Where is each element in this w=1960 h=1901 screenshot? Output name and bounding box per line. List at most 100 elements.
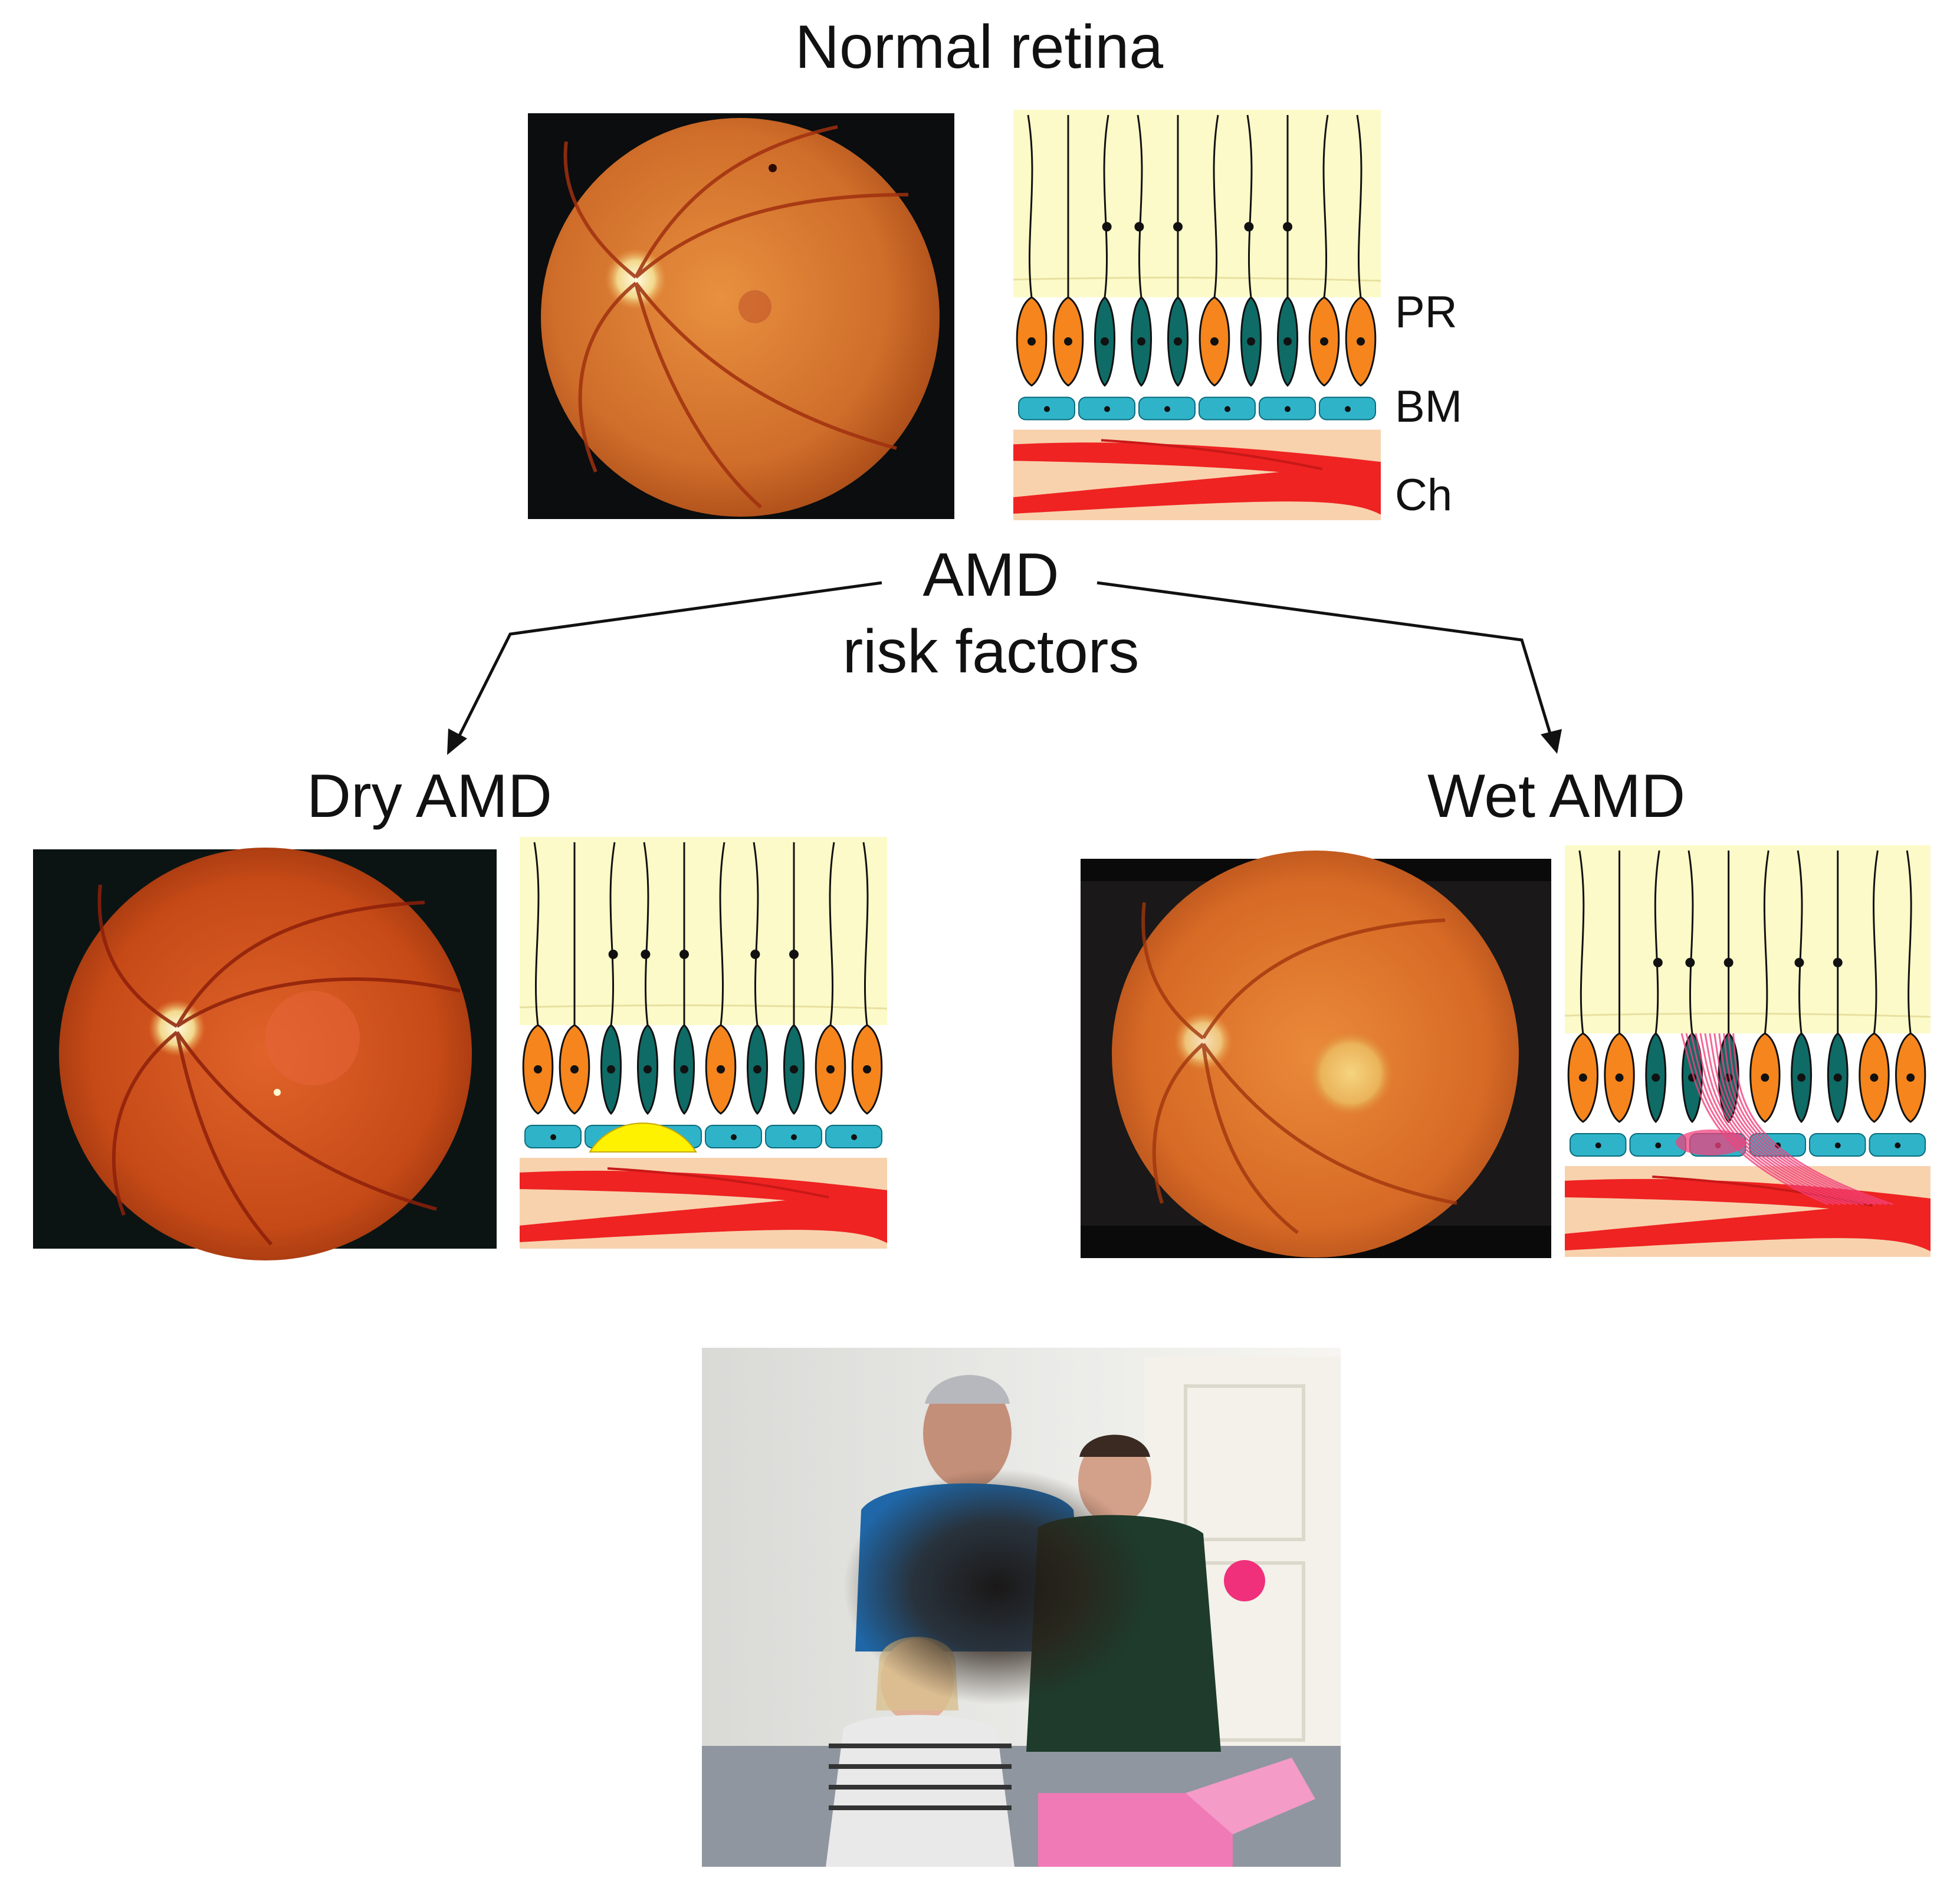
- choroid-vessel: [1013, 442, 1381, 486]
- outer-segment-line: [753, 842, 759, 1026]
- photoreceptor-nucleus: [1174, 337, 1182, 346]
- outer-segment-line: [1654, 850, 1660, 1034]
- neovessel: [1713, 1033, 1870, 1206]
- photoreceptor-nucleus: [1210, 337, 1219, 346]
- photoreceptor-nucleus: [1283, 337, 1292, 346]
- photoreceptor-nucleus: [1101, 337, 1109, 346]
- arrow-to-wet: [1096, 581, 1562, 754]
- bm-nucleus: [1834, 1142, 1841, 1148]
- bm-nucleus: [1285, 406, 1291, 412]
- label-ch: Ch: [1395, 470, 1452, 520]
- label-bm: BM: [1395, 382, 1462, 432]
- choroid-vessel: [607, 1167, 829, 1199]
- synapse-dot: [789, 950, 799, 959]
- photoreceptor-nucleus: [753, 1065, 761, 1073]
- layer-boundary: [1012, 277, 1382, 282]
- neovessel-cluster: [1676, 1130, 1746, 1155]
- bm-nucleus: [1345, 406, 1351, 412]
- photoreceptor-nucleus: [1906, 1073, 1915, 1082]
- outer-segment-line: [609, 842, 616, 1026]
- label-pr: PR: [1395, 287, 1457, 337]
- outer-segment-line: [1797, 850, 1803, 1034]
- synapse-dot: [608, 950, 618, 959]
- outer-segment-line: [643, 842, 649, 1026]
- outer-segment-layer: [1013, 109, 1381, 298]
- synapse-dot: [1833, 958, 1843, 967]
- outer-segment-line: [1687, 850, 1694, 1034]
- title-dry-amd: Dry AMD: [307, 762, 552, 830]
- neovessel: [1695, 1033, 1847, 1206]
- outer-segment-line: [533, 842, 540, 1026]
- vessels-wet: [1141, 902, 1457, 1234]
- bm-nucleus: [731, 1134, 737, 1140]
- neovessel: [1685, 1033, 1835, 1206]
- bm-nucleus: [1655, 1142, 1662, 1148]
- outer-segment-line: [719, 842, 725, 1026]
- choroid-vessel: [519, 1170, 888, 1214]
- photoreceptor-nucleus: [1357, 337, 1365, 346]
- bm-nucleus: [1895, 1142, 1901, 1148]
- photoreceptor-nucleus: [790, 1065, 798, 1073]
- bm-nucleus: [550, 1134, 556, 1140]
- neovessel: [1718, 1033, 1876, 1206]
- photoreceptor-nucleus: [570, 1065, 579, 1073]
- bm-nucleus: [791, 1134, 797, 1140]
- photoreceptor-nucleus: [607, 1065, 615, 1073]
- layer-boundary: [518, 1004, 888, 1010]
- neovessel: [1728, 1033, 1887, 1206]
- outer-segment-line: [862, 842, 869, 1026]
- choroid-vessel: [519, 1195, 888, 1243]
- outer-segment-line: [1578, 850, 1585, 1034]
- outer-segment-layer: [1564, 845, 1931, 1033]
- neovessel: [1709, 1033, 1864, 1206]
- bm-nucleus: [1044, 406, 1050, 412]
- outer-segment-line: [1906, 850, 1912, 1034]
- neovessel: [1704, 1033, 1859, 1206]
- synapse-dot: [1794, 958, 1804, 967]
- bm-nucleus: [1104, 406, 1110, 412]
- schematic-frame: [518, 836, 888, 1250]
- arrow-to-dry: [447, 581, 882, 755]
- synapse-dot: [1173, 222, 1183, 232]
- drusen-deposit: [589, 1122, 697, 1153]
- photoreceptor-nucleus: [644, 1065, 652, 1073]
- outer-segment-layer: [519, 836, 888, 1025]
- photoreceptor-nucleus: [680, 1065, 688, 1073]
- photoreceptor-nucleus: [1870, 1073, 1879, 1082]
- family-photo: [702, 1348, 1341, 1867]
- neovessel: [1723, 1033, 1882, 1206]
- choroid-vessel: [1101, 439, 1323, 471]
- neovessel: [1699, 1033, 1853, 1206]
- synapse-dot: [1283, 222, 1292, 232]
- neovessel: [1732, 1033, 1893, 1206]
- outer-segment-line: [1322, 114, 1329, 298]
- schematic-dry: [518, 836, 888, 1250]
- photoreceptor-nucleus: [1652, 1073, 1660, 1082]
- synapse-dot: [1102, 222, 1112, 232]
- synapse-dot: [679, 950, 689, 959]
- photoreceptor-nucleus: [826, 1065, 835, 1073]
- photoreceptor-nucleus: [1247, 337, 1255, 346]
- neovessel: [1690, 1033, 1841, 1206]
- vessels-dry: [97, 884, 461, 1246]
- fundus-wet: [1081, 851, 1551, 1258]
- vessels-normal: [563, 125, 909, 509]
- title-wet-amd: Wet AMD: [1427, 762, 1685, 830]
- outer-segment-line: [1103, 114, 1109, 298]
- outer-segment-line: [1027, 114, 1033, 298]
- photoreceptor-nucleus: [534, 1065, 542, 1073]
- synapse-dot: [1685, 958, 1695, 967]
- choroid-vessel: [1564, 1203, 1931, 1252]
- outer-segment-line: [1873, 850, 1879, 1034]
- synapse-dot: [1723, 958, 1734, 967]
- outer-segment-line: [1763, 850, 1769, 1034]
- outer-segment-line: [829, 842, 835, 1026]
- photoreceptor-nucleus: [1833, 1073, 1842, 1082]
- bm-nucleus: [1224, 406, 1230, 412]
- bm-nucleus: [1164, 406, 1170, 412]
- choroid-vessel: [1013, 467, 1381, 516]
- layer-boundary: [1564, 1012, 1932, 1018]
- center-risk-factors: risk factors: [843, 618, 1140, 686]
- center-amd: AMD: [922, 541, 1059, 609]
